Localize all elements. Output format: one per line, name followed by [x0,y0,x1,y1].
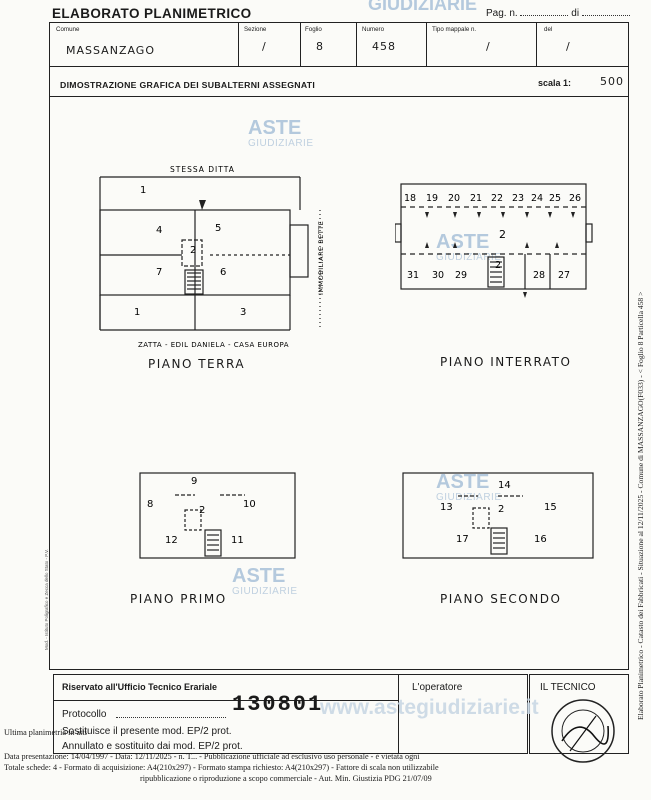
svg-text:2: 2 [495,260,501,271]
sostituisce-label: Sostituisce il presente mod. EP/2 prot. [62,726,232,737]
label-piano-terra: PIANO TERRA [148,357,246,371]
foglio-value: 8 [316,40,324,53]
svg-text:2: 2 [498,504,504,515]
sub-2: 2 [190,245,196,256]
svg-text:10: 10 [243,499,256,510]
label-piano-secondo: PIANO SECONDO [440,592,562,606]
plan-piano-primo: 9 8 2 10 12 11 [139,472,296,559]
tecnico-box [529,674,629,754]
comune-value: MASSANZAGO [66,44,155,57]
plan-piano-secondo: 14 13 2 15 17 16 [402,472,594,559]
sub-3: 3 [240,307,246,318]
immobiliare-text: IMMOBILIARE BETTE [317,221,325,295]
sezione-value: / [262,40,267,53]
protocol-stamp: 130801 [232,692,324,717]
svg-text:29: 29 [455,270,467,281]
svg-text:20: 20 [448,193,460,204]
svg-text:8: 8 [147,499,153,510]
svg-text:11: 11 [231,535,244,546]
side-caption: Elaborato Planimetrico - Catasto dei Fab… [636,291,645,720]
svg-text:24: 24 [531,193,543,204]
professional-seal [551,699,615,763]
del-label: del [544,26,553,33]
stessa-ditta-text: STESSA DITTA [170,165,235,174]
footer-line-1: Ultima planimetria in atti [4,728,87,737]
svg-text:2: 2 [499,228,506,241]
tipo-mappale-value: / [486,40,491,53]
numero-label: Numero [362,26,385,33]
section-title: DIMOSTRAZIONE GRAFICA DEI SUBALTERNI ASS… [60,80,316,90]
foglio-label: Foglio [305,26,322,33]
watermark-2: ASTE GIUDIZIARIE [436,231,502,263]
watermark-top: GIUDIZIARIE [368,0,478,14]
tecnico-label: IL TECNICO [540,682,596,693]
svg-text:15: 15 [544,502,557,513]
footer-line-2: Data presentazione: 14/04/1997 - Data: 1… [4,752,420,761]
sub-5: 5 [215,223,221,234]
scale-label: scala 1: [538,78,572,88]
plan-piano-interrato: 18 19 20 21 22 23 24 25 26 2 31 30 29 2 … [395,183,593,298]
office-title: Riservato all'Ufficio Tecnico Erariale [62,682,218,692]
sub-1b: 1 [134,307,140,318]
svg-text:2: 2 [199,505,205,516]
scale-value: 500 [600,75,624,88]
label-piano-primo: PIANO PRIMO [130,592,227,606]
svg-text:17: 17 [456,534,469,545]
numero-value: 458 [372,40,396,53]
footer-line-4: ripubblicazione o riproduzione a scopo c… [140,774,432,783]
svg-text:27: 27 [558,270,570,281]
protocollo-label: Protocollo [62,709,107,720]
document-title: ELABORATO PLANIMETRICO [52,6,252,21]
sub-1: 1 [140,185,146,196]
svg-text:26: 26 [569,193,581,204]
website-watermark: www.astegiudiziarie.it [320,696,539,719]
zatta-text: ZATTA - EDIL DANIELA - CASA EUROPA [138,341,289,349]
page-number: Pag. n. di [486,6,630,19]
sezione-label: Sezione [244,26,267,33]
svg-text:31: 31 [407,270,419,281]
di-label: di [571,8,580,19]
operatore-label: L'operatore [412,682,463,693]
sub-6: 6 [220,267,226,278]
office-box [53,674,528,754]
comune-label: Comune [56,26,80,33]
sub-7: 7 [156,267,162,278]
svg-text:28: 28 [533,270,545,281]
del-value: / [566,40,571,53]
svg-text:16: 16 [534,534,547,545]
svg-text:14: 14 [498,480,511,491]
svg-text:25: 25 [549,193,561,204]
svg-text:22: 22 [491,193,503,204]
svg-text:18: 18 [404,193,416,204]
watermark-3: ASTE GIUDIZIARIE [436,471,502,503]
margin-note: Mod. - Istituto Poligrafico e Zecca dell… [44,549,49,650]
svg-text:21: 21 [470,193,482,204]
tipo-mappale-label: Tipo mappale n. [432,26,477,33]
svg-text:30: 30 [432,270,444,281]
annullato-label: Annullato e sostituito dai mod. EP/2 pro… [62,741,243,752]
document-frame [49,22,629,670]
svg-text:13: 13 [440,502,453,513]
svg-text:12: 12 [165,535,178,546]
footer-line-3: Totale schede: 4 - Formato di acquisizio… [4,763,439,772]
watermark-4: ASTE GIUDIZIARIE [232,565,298,597]
svg-text:23: 23 [512,193,524,204]
label-piano-interrato: PIANO INTERRATO [440,355,572,369]
pag-label: Pag. n. [486,8,518,19]
plan-piano-terra: 1 4 5 2 7 6 1 3 STESSA DITTA ZATTA - EDI… [99,165,325,349]
entrance-marker [199,200,206,210]
svg-text:9: 9 [191,476,197,487]
sub-4: 4 [156,225,162,236]
watermark-1: ASTE GIUDIZIARIE [248,117,314,149]
svg-text:19: 19 [426,193,438,204]
